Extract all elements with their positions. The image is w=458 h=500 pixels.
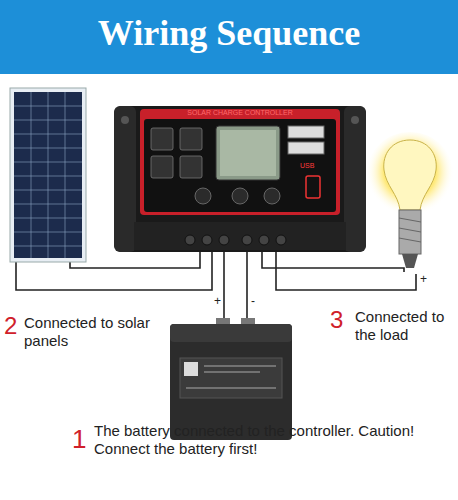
callout-number: 1 — [72, 424, 92, 455]
polarity-mark: + — [214, 294, 224, 308]
battery — [170, 318, 292, 440]
callout-number: 3 — [330, 306, 350, 335]
callout-number: 2 — [4, 312, 22, 341]
charge-controller — [114, 106, 366, 252]
polarity-mark: + — [420, 272, 432, 286]
callout-text: Connected to the load — [355, 308, 455, 344]
port-label: USB — [300, 162, 330, 170]
callout-text: The battery connected to the controller.… — [94, 422, 454, 458]
light-bulb — [366, 132, 454, 268]
solar-panel — [10, 88, 86, 262]
callout-text: Connected to solar panels — [24, 314, 152, 350]
device-label: SOLAR CHARGE CONTROLLER — [144, 109, 336, 117]
polarity-mark: - — [251, 294, 261, 308]
title: Wiring Sequence — [0, 12, 458, 55]
